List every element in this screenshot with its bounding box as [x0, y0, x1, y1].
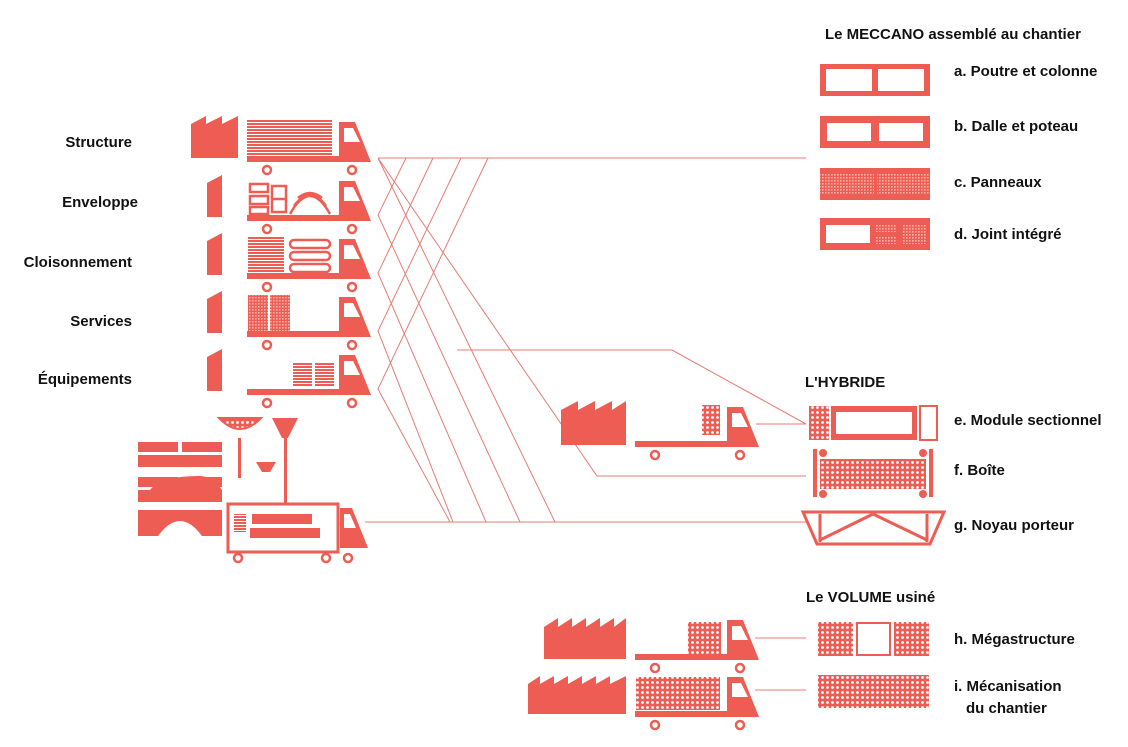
header-meccano: Le MECCANO assemblé au chantier: [825, 26, 1081, 43]
joint-integre-icon: [820, 218, 930, 250]
noyau-porteur-icon: [800, 510, 947, 546]
label-b: b. Dalle et poteau: [954, 118, 1079, 135]
label-a: a. Poutre et colonne: [954, 63, 1098, 80]
header-volume: Le VOLUME usiné: [806, 589, 936, 606]
header-hybride: L'HYBRIDE: [805, 374, 886, 391]
hybride-factory-truck-icon: [561, 401, 761, 461]
megastructure-icon: [818, 622, 929, 656]
mecanisation-icon: [818, 675, 929, 708]
poutre-colonne-icon: [820, 64, 930, 96]
services-factory-truck-icon: [207, 291, 373, 351]
label-d: d. Joint intégré: [954, 226, 1062, 243]
label-g: g. Noyau porteur: [954, 517, 1075, 534]
panneaux-icon: [820, 168, 930, 200]
connector-lines: [365, 157, 807, 691]
label-e: e. Module sectionnel: [954, 412, 1102, 429]
module-sectionnel-icon: [809, 405, 938, 441]
boite-icon: [813, 449, 933, 498]
label-cloisonnement: Cloisonnement: [23, 254, 132, 271]
label-i-line2: du chantier: [966, 700, 1047, 717]
prefab-factory-machine-icon: [138, 417, 368, 564]
label-equipements: Équipements: [37, 371, 132, 388]
mecanisation-factory-truck-icon: [528, 675, 761, 731]
label-i: i. Mécanisation: [954, 678, 1062, 695]
cloisonnement-factory-truck-icon: [207, 233, 373, 293]
label-enveloppe: Enveloppe: [62, 194, 138, 211]
dalle-poteau-icon: [820, 116, 930, 148]
megastructure-factory-truck-icon: [544, 618, 761, 674]
label-structure: Structure: [65, 134, 132, 151]
label-services: Services: [70, 313, 132, 330]
enveloppe-factory-truck-icon: [207, 175, 373, 235]
equipements-factory-truck-icon: [207, 349, 373, 409]
structure-factory-truck-icon: [191, 116, 373, 176]
label-h: h. Mégastructure: [954, 631, 1075, 648]
label-f: f. Boîte: [954, 462, 1005, 479]
label-c: c. Panneaux: [954, 174, 1042, 191]
